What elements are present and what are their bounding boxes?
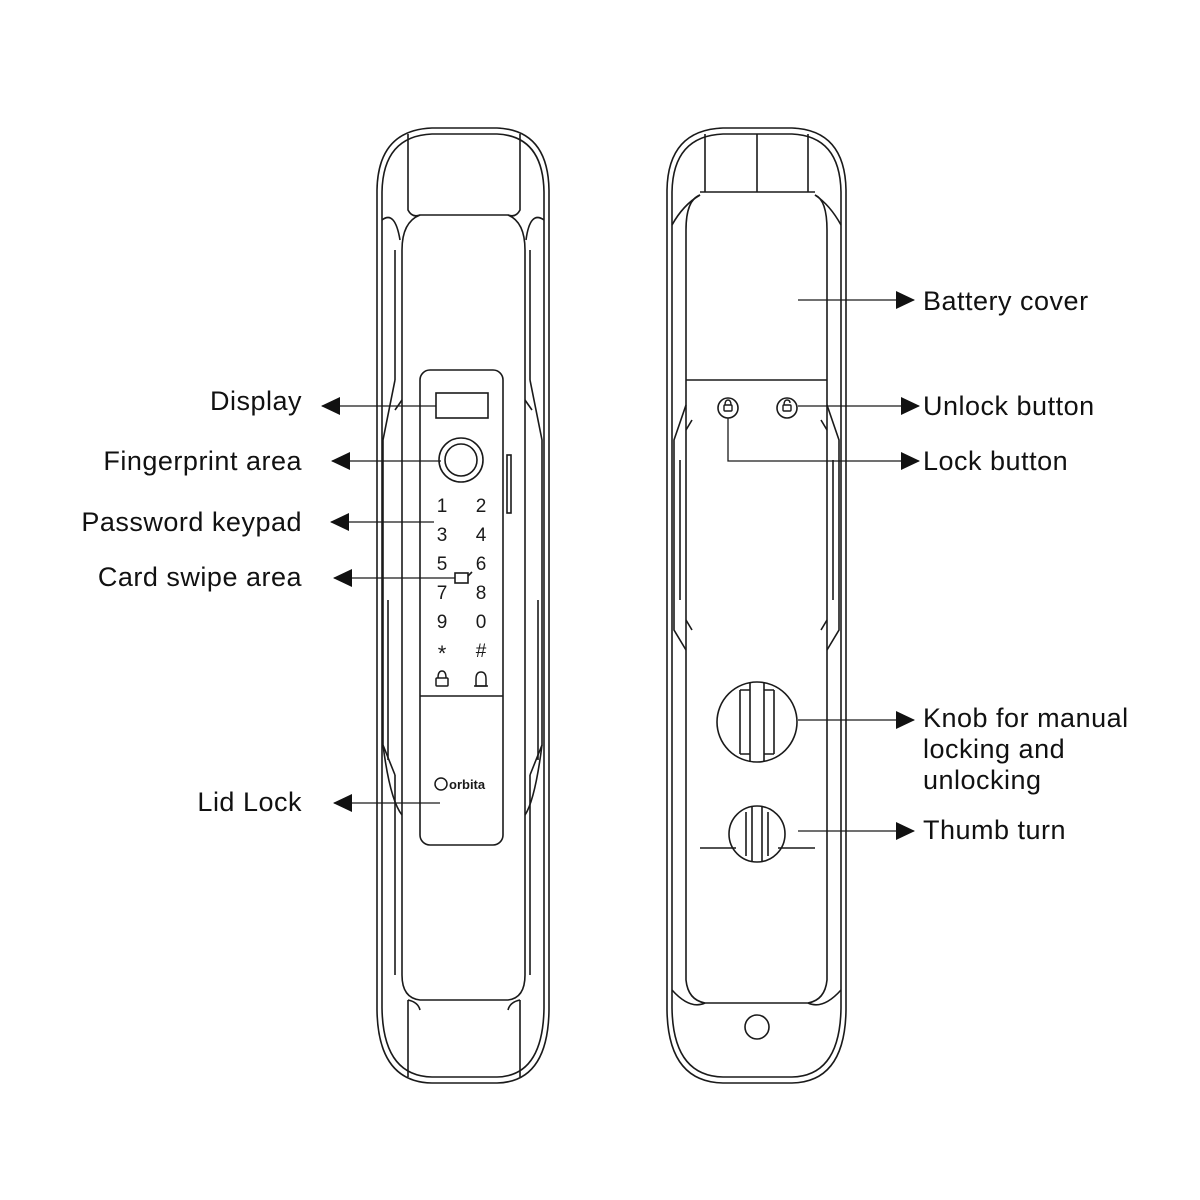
label-battery-cover: Battery cover (923, 286, 1089, 316)
unlock-icon (782, 399, 792, 412)
keypad-module (419, 369, 504, 846)
key-6: 6 (476, 554, 487, 575)
brand-logo-icon (434, 777, 448, 791)
key-4: 4 (476, 525, 487, 546)
label-lid-lock: Lid Lock (197, 787, 302, 817)
unlock-button-shape (776, 397, 798, 419)
lock-icon (723, 399, 733, 412)
leader-lines (321, 291, 920, 840)
front-handle-outline (401, 214, 526, 1001)
display-window (435, 392, 489, 419)
key-1: 1 (437, 496, 448, 517)
label-lock-button: Lock button (923, 446, 1069, 476)
keypad-lock-icon (435, 670, 449, 687)
key-8: 8 (476, 583, 487, 604)
label-fingerprint-area: Fingerprint area (103, 446, 302, 476)
key-star: * (438, 641, 447, 666)
back-plate (685, 194, 828, 1004)
label-thumb-turn: Thumb turn (923, 815, 1067, 845)
label-card-swipe-area: Card swipe area (97, 562, 302, 592)
label-unlock-button: Unlock button (923, 391, 1095, 421)
label-password-keypad: Password keypad (81, 507, 302, 537)
front-panel (376, 127, 550, 1084)
lock-button-shape (717, 397, 739, 419)
fingerprint-sensor (438, 437, 484, 483)
keypad-keys: 1 2 3 4 5 6 7 8 9 0 * # (437, 496, 487, 666)
leader-lock (727, 418, 920, 470)
front-outer-shell (376, 127, 550, 1084)
thumb-turn-knob (728, 805, 786, 863)
front-outer-shell-inner (381, 133, 545, 1078)
back-panel (666, 127, 847, 1084)
key-3: 3 (437, 525, 448, 546)
label-knob-line2: locking and (923, 734, 1066, 764)
keypad-bell-icon (474, 671, 488, 687)
brand-logo-text: orbita (449, 777, 486, 792)
key-9: 9 (437, 612, 448, 633)
back-outer-shell-inner (671, 133, 842, 1078)
key-0: 0 (476, 612, 487, 633)
manual-knob (716, 681, 798, 763)
keyhole (744, 1014, 770, 1040)
key-hash: # (476, 641, 487, 662)
key-2: 2 (476, 496, 487, 517)
label-knob-line3: unlocking (923, 765, 1042, 795)
label-display: Display (209, 386, 302, 416)
key-5: 5 (437, 554, 448, 575)
back-outer-shell (666, 127, 847, 1084)
key-7: 7 (437, 583, 448, 604)
label-knob-line1: Knob for manual (923, 703, 1129, 733)
